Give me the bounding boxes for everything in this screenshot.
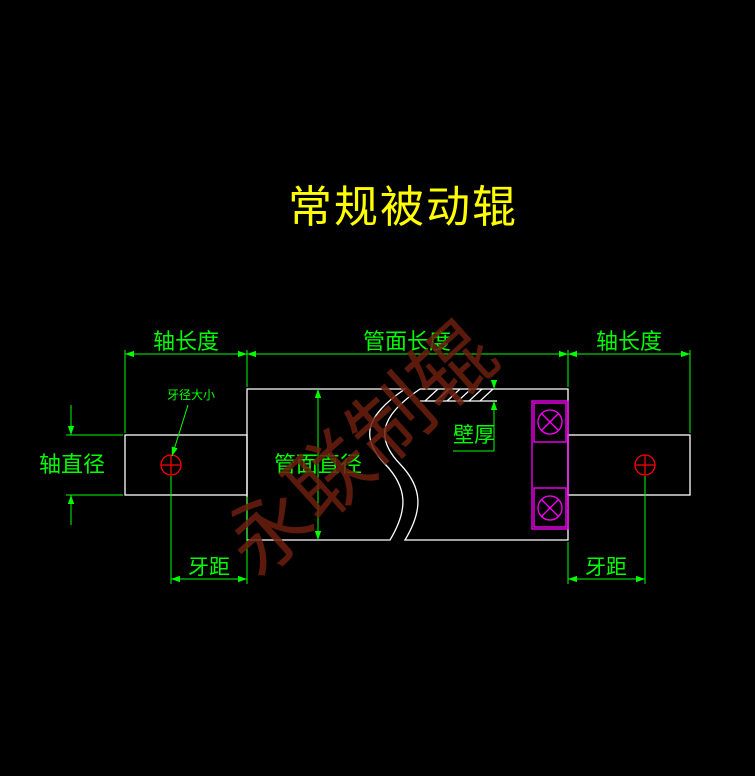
left-shaft [124,434,248,496]
shaft-length-right-label: 轴长度 [596,330,662,355]
right-thread-hole [634,454,656,476]
shaft-diameter-label: 轴直径 [39,453,105,478]
tube-diameter-label: 管面直径 [274,453,362,478]
thread-size-label: 牙径大小 [167,388,215,402]
left-thread-hole [160,454,182,476]
tube-body-left [246,388,408,541]
thread-size-leader [171,404,189,457]
drawing-title: 常规被动辊 [288,182,518,233]
thread-pitch-left-label: 牙距 [188,555,230,579]
right-shaft [567,434,691,496]
tube-face-length-label: 管面长度 [363,330,451,355]
thread-pitch-right-label: 牙距 [585,555,627,579]
wall-thickness-label: 壁厚 [453,423,495,447]
bearing [531,400,569,530]
tube-body-right [384,388,569,541]
watermark: 永联制辊 [208,305,515,595]
shaft-length-left-label: 轴长度 [153,330,219,355]
wall-hatch [420,388,497,402]
